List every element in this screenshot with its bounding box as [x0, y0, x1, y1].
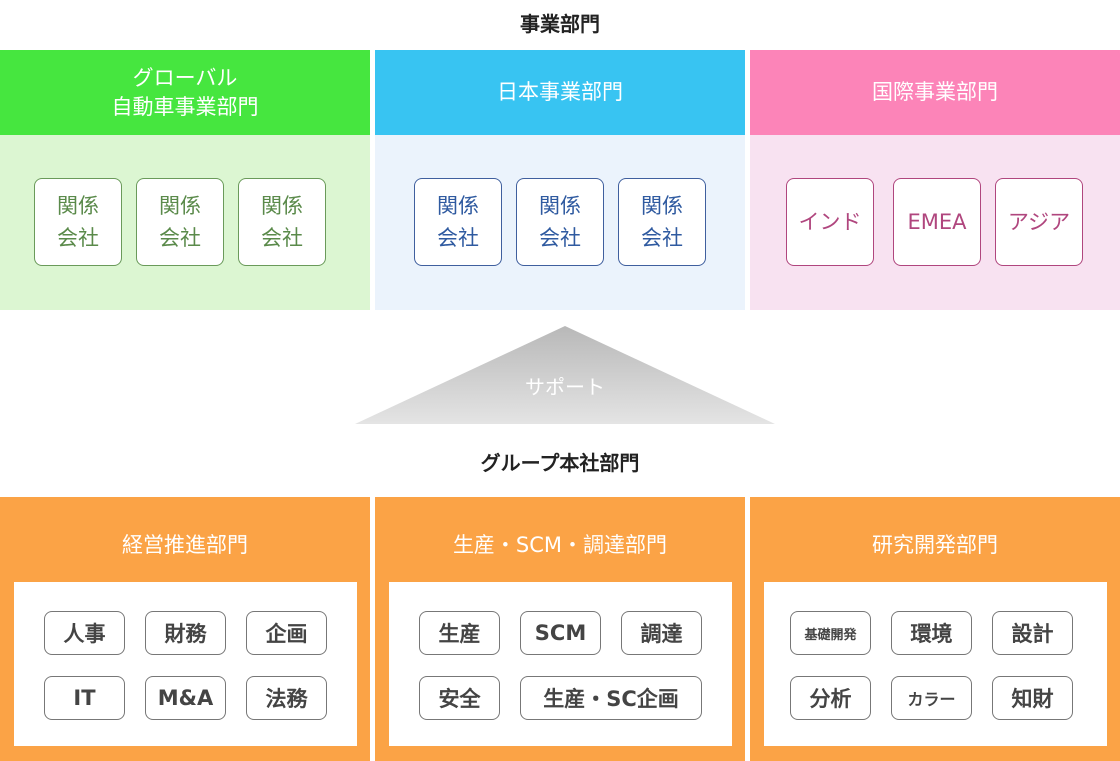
business-section-title: 事業部門	[520, 12, 600, 36]
affiliate-company-box: 関係会社	[136, 178, 224, 266]
function-procurement: 調達	[621, 611, 702, 655]
dept-inner-box	[764, 582, 1107, 746]
affiliate-company-box: 関係会社	[414, 178, 502, 266]
function-production-sc-planning: 生産・SC企画	[520, 676, 702, 720]
hq-section-title: グループ本社部門	[480, 451, 640, 475]
dept-inner-box	[389, 582, 732, 746]
support-label: サポート	[525, 375, 605, 399]
affiliate-company-box: 関係会社	[34, 178, 122, 266]
function-design: 設計	[992, 611, 1073, 655]
function-ip: 知財	[992, 676, 1073, 720]
function-production: 生産	[419, 611, 500, 655]
function-analysis: 分析	[790, 676, 871, 720]
region-box-asia: アジア	[995, 178, 1083, 266]
affiliate-company-box: 関係会社	[238, 178, 326, 266]
function-it: IT	[44, 676, 125, 720]
affiliate-company-box: 関係会社	[516, 178, 604, 266]
japan-division-header: 日本事業部門	[375, 50, 745, 135]
global-automotive-division-header: グローバル 自動車事業部門	[0, 50, 370, 135]
production-scm-procurement-dept-title: 生産・SCM・調達部門	[452, 532, 668, 557]
rnd-dept-title: 研究開発部門	[872, 532, 998, 557]
function-safety: 安全	[419, 676, 500, 720]
function-scm: SCM	[520, 611, 601, 655]
dept-inner-box	[14, 582, 357, 746]
region-box-emea: EMEA	[893, 178, 981, 266]
function-legal: 法務	[246, 676, 327, 720]
function-color: カラー	[891, 676, 972, 720]
function-hr: 人事	[44, 611, 125, 655]
function-basic-development: 基礎開発	[790, 611, 871, 655]
division-title-line1: グローバル	[132, 65, 238, 90]
function-finance: 財務	[145, 611, 226, 655]
function-ma: M&A	[145, 676, 226, 720]
division-title-line2: 自動車事業部門	[111, 94, 259, 119]
international-division-header: 国際事業部門	[750, 50, 1120, 135]
support-triangle	[355, 326, 775, 424]
function-planning: 企画	[246, 611, 327, 655]
affiliate-company-box: 関係会社	[618, 178, 706, 266]
function-environment: 環境	[891, 611, 972, 655]
region-box-india: インド	[786, 178, 874, 266]
management-promotion-dept-title: 経営推進部門	[122, 532, 248, 557]
